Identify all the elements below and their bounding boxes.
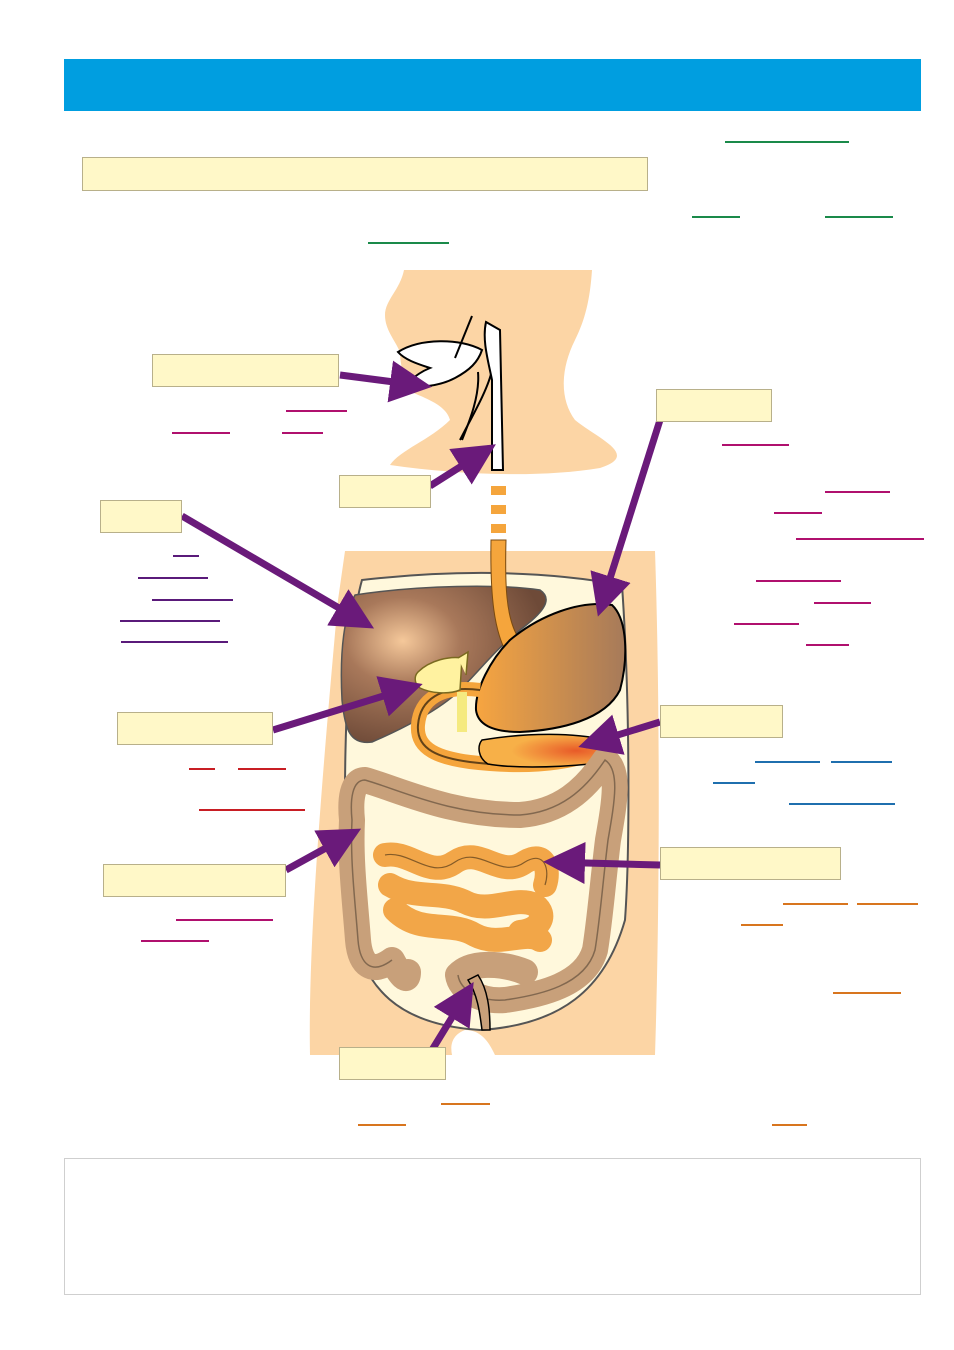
blank-line[interactable] <box>121 641 228 643</box>
blank-line[interactable] <box>774 512 822 514</box>
blank-line[interactable] <box>833 992 901 994</box>
label-box-oesophagus[interactable] <box>339 475 431 508</box>
small-intestine <box>373 842 559 952</box>
blank-line[interactable] <box>756 580 841 582</box>
blank-line[interactable] <box>138 577 208 579</box>
blank-line[interactable] <box>441 1103 490 1105</box>
label-box-rectum[interactable] <box>339 1047 446 1080</box>
blank-line[interactable] <box>772 1124 807 1126</box>
blank-line[interactable] <box>282 432 323 434</box>
label-box-small-intestine[interactable] <box>660 847 841 880</box>
blank-line[interactable] <box>725 141 849 143</box>
blank-line[interactable] <box>789 803 895 805</box>
arrow-pancreas <box>578 714 662 755</box>
blank-line[interactable] <box>722 444 789 446</box>
label-box-large-intestine[interactable] <box>103 864 286 897</box>
blank-line[interactable] <box>176 919 273 921</box>
arrow-oesophagus <box>428 444 496 489</box>
blank-line[interactable] <box>857 903 918 905</box>
arrow-stomach <box>590 418 664 617</box>
blank-line[interactable] <box>825 491 890 493</box>
blank-line[interactable] <box>358 1124 406 1126</box>
arrow-rectum <box>429 982 474 1052</box>
label-box-mouth[interactable] <box>152 354 339 387</box>
blank-line[interactable] <box>152 599 233 601</box>
label-box-gall-bladder[interactable] <box>117 712 273 745</box>
arrow-small-intestine <box>543 841 661 884</box>
blank-line[interactable] <box>189 768 215 770</box>
blank-line[interactable] <box>199 809 305 811</box>
label-box-pancreas[interactable] <box>660 705 783 738</box>
blank-line[interactable] <box>368 242 449 244</box>
definition-answer-box[interactable] <box>82 157 648 191</box>
blank-line[interactable] <box>120 620 220 622</box>
oesophagus-neck <box>483 320 505 471</box>
blank-line[interactable] <box>831 761 892 763</box>
blank-line[interactable] <box>825 216 893 218</box>
blank-line[interactable] <box>141 940 209 942</box>
label-box-liver[interactable] <box>100 500 182 533</box>
blank-line[interactable] <box>783 903 848 905</box>
arrow-mouth <box>339 360 432 403</box>
notes-box[interactable] <box>64 1158 921 1295</box>
blank-line[interactable] <box>741 924 783 926</box>
arrow-gall-bladder <box>271 676 423 734</box>
blank-line[interactable] <box>814 602 871 604</box>
blank-line[interactable] <box>238 768 286 770</box>
label-box-stomach[interactable] <box>656 389 772 422</box>
blank-line[interactable] <box>806 644 849 646</box>
arrow-large-intestine <box>284 828 362 874</box>
blank-line[interactable] <box>692 216 740 218</box>
blank-line[interactable] <box>713 782 755 784</box>
title-banner <box>64 59 921 111</box>
blank-line[interactable] <box>796 538 924 540</box>
blank-line[interactable] <box>755 761 820 763</box>
blank-line[interactable] <box>173 555 199 557</box>
blank-line[interactable] <box>734 623 799 625</box>
blank-line[interactable] <box>286 410 347 412</box>
arrow-liver <box>180 512 375 629</box>
blank-line[interactable] <box>172 432 230 434</box>
